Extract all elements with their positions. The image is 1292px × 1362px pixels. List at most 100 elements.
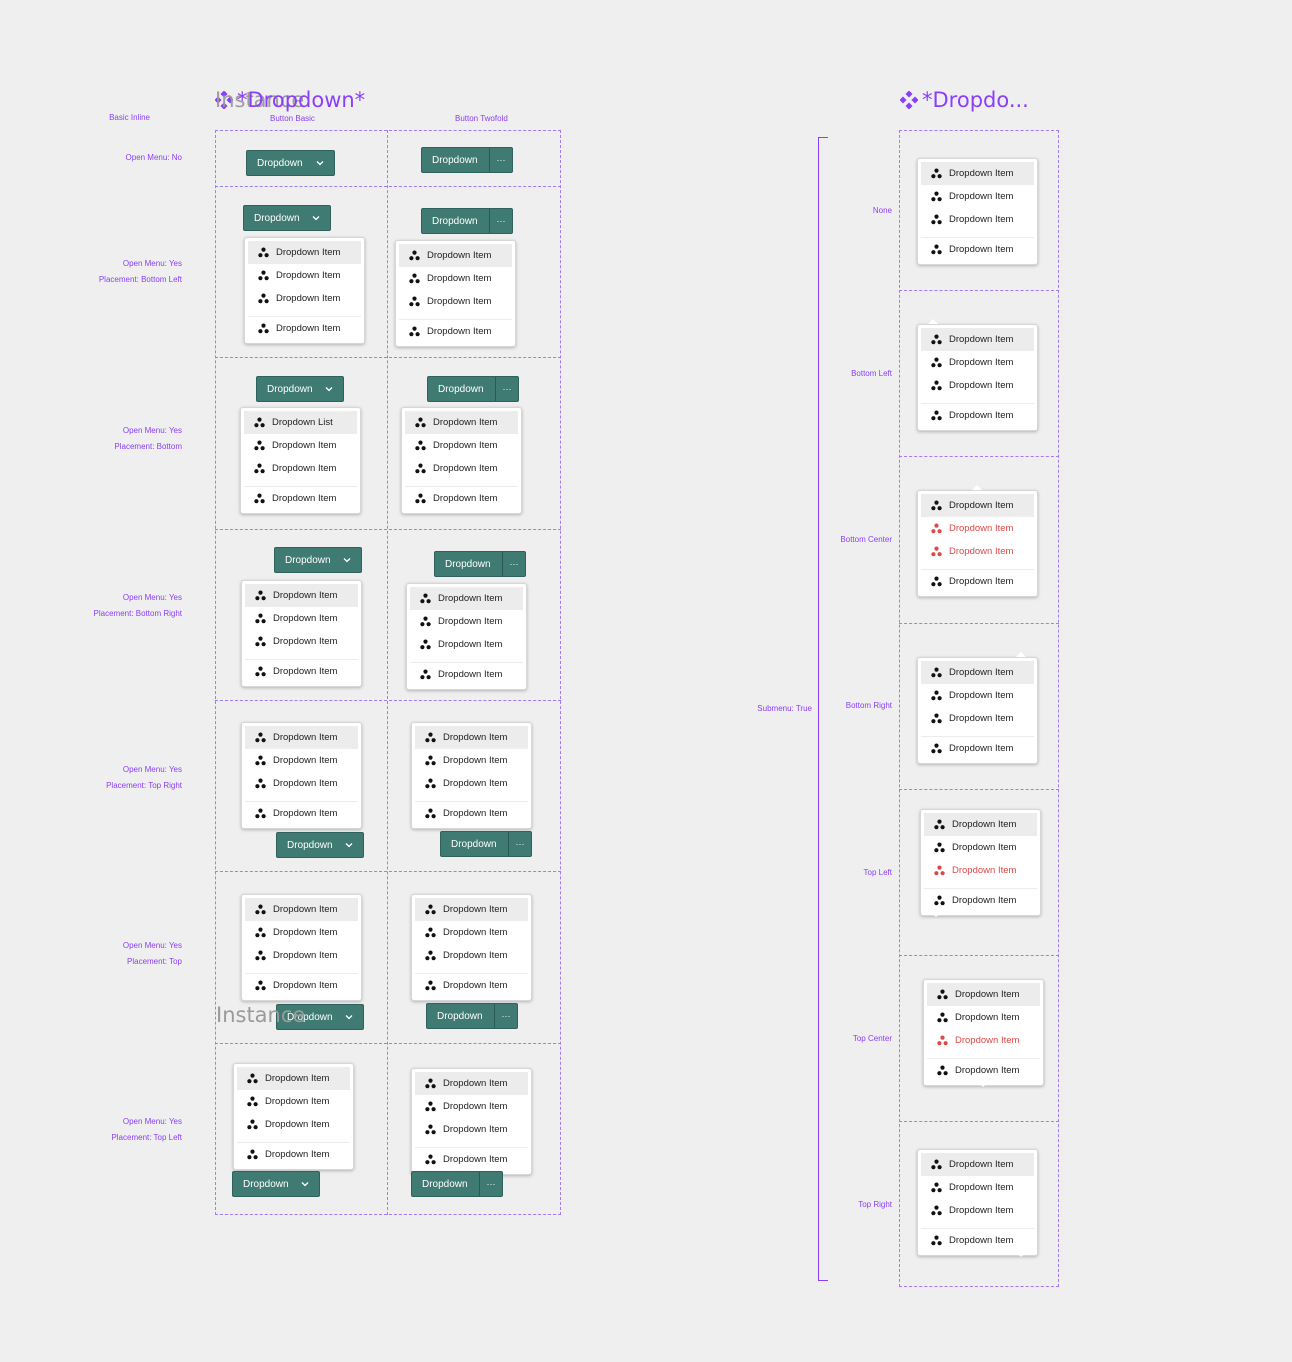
dropdown-item[interactable]: Dropdown Item [415, 973, 528, 997]
dropdown-item[interactable]: Dropdown Item [924, 888, 1037, 912]
dropdown-item[interactable]: Dropdown Item [245, 584, 358, 607]
dropdown-item[interactable]: Dropdown Item [921, 403, 1034, 427]
dropdown-button[interactable]: Dropdown [276, 832, 364, 858]
dropdown-item[interactable]: Dropdown Item [927, 983, 1040, 1006]
dropdown-item-label: Dropdown Item [273, 927, 338, 938]
dropdown-button[interactable]: Dropdown [243, 205, 331, 231]
dropdown-item[interactable]: Dropdown Item [399, 244, 512, 267]
dropdown-item[interactable]: Dropdown Item [927, 1006, 1040, 1029]
dropdown-item[interactable]: Dropdown Item [415, 1118, 528, 1141]
dropdown-item[interactable]: Dropdown Item [921, 374, 1034, 397]
dropdown-item[interactable]: Dropdown Item [921, 1153, 1034, 1176]
dropdown-item[interactable]: Dropdown Item [924, 836, 1037, 859]
dropdown-button[interactable]: Dropdown [232, 1171, 320, 1197]
dropdown-item[interactable]: Dropdown Item [415, 1072, 528, 1095]
dropdown-item[interactable]: Dropdown Item [921, 328, 1034, 351]
dropdown-item[interactable]: Dropdown Item [927, 1029, 1040, 1052]
dropdown-item[interactable]: Dropdown Item [399, 267, 512, 290]
dropdown-item[interactable]: Dropdown Item [921, 351, 1034, 374]
dropdown-item[interactable]: Dropdown Item [415, 944, 528, 967]
dropdown-twofold-button[interactable]: Dropdown··· [427, 376, 519, 402]
dropdown-item[interactable]: Dropdown Item [248, 264, 361, 287]
dropdown-item[interactable]: Dropdown Item [245, 659, 358, 683]
dropdown-button[interactable]: Dropdown [274, 547, 362, 573]
dropdown-item[interactable]: Dropdown Item [405, 411, 518, 434]
dropdown-item[interactable]: Dropdown Item [245, 801, 358, 825]
dropdown-item[interactable]: Dropdown Item [415, 749, 528, 772]
dropdown-item[interactable]: Dropdown Item [921, 569, 1034, 593]
dropdown-item[interactable]: Dropdown Item [245, 973, 358, 997]
dropdown-item[interactable]: Dropdown Item [237, 1067, 350, 1090]
dropdown-item[interactable]: Dropdown Item [415, 1095, 528, 1118]
dropdown-item[interactable]: Dropdown Item [921, 162, 1034, 185]
more-dots-icon[interactable]: ··· [496, 216, 506, 226]
dropdown-twofold-button[interactable]: Dropdown··· [440, 831, 532, 857]
dropdown-item[interactable]: Dropdown Item [237, 1142, 350, 1166]
dropdown-item[interactable]: Dropdown Item [921, 1176, 1034, 1199]
dropdown-item[interactable]: Dropdown Item [245, 607, 358, 630]
dropdown-item[interactable]: Dropdown Item [245, 921, 358, 944]
dropdown-item[interactable]: Dropdown Item [921, 540, 1034, 563]
dropdown-item[interactable]: Dropdown Item [248, 316, 361, 340]
dropdown-item[interactable]: Dropdown Item [415, 801, 528, 825]
dropdown-item[interactable]: Dropdown Item [921, 517, 1034, 540]
dropdown-item[interactable]: Dropdown Item [410, 610, 523, 633]
dropdown-item[interactable]: Dropdown Item [921, 1199, 1034, 1222]
dropdown-item[interactable]: Dropdown Item [244, 486, 357, 510]
dropdown-button[interactable]: Dropdown [256, 376, 344, 402]
dropdown-item[interactable]: Dropdown Item [248, 287, 361, 310]
dropdown-twofold-button[interactable]: Dropdown··· [421, 208, 513, 234]
dropdown-item[interactable]: Dropdown Item [921, 736, 1034, 760]
dropdown-twofold-button[interactable]: Dropdown··· [426, 1003, 518, 1029]
dropdown-item[interactable]: Dropdown Item [924, 859, 1037, 882]
dropdown-item[interactable]: Dropdown Item [921, 707, 1034, 730]
more-dots-icon[interactable]: ··· [509, 559, 519, 569]
dropdown-item[interactable]: Dropdown Item [405, 486, 518, 510]
dropdown-item[interactable]: Dropdown Item [415, 921, 528, 944]
dropdown-item[interactable]: Dropdown Item [405, 457, 518, 480]
dropdown-item[interactable]: Dropdown Item [924, 813, 1037, 836]
dropdown-item[interactable]: Dropdown Item [244, 457, 357, 480]
dropdown-item[interactable]: Dropdown Item [245, 630, 358, 653]
dropdown-twofold-button[interactable]: Dropdown··· [434, 551, 526, 577]
dropdown-item[interactable]: Dropdown List [244, 411, 357, 434]
more-dots-icon[interactable]: ··· [486, 1179, 496, 1189]
dropdown-button[interactable]: Dropdown [246, 150, 335, 176]
dropdown-item[interactable]: Dropdown Item [410, 633, 523, 656]
dropdown-item[interactable]: Dropdown Item [415, 726, 528, 749]
dropdown-item[interactable]: Dropdown Item [399, 319, 512, 343]
dropdown-item[interactable]: Dropdown Item [405, 434, 518, 457]
dropdown-item[interactable]: Dropdown Item [237, 1113, 350, 1136]
dropdown-item[interactable]: Dropdown Item [921, 185, 1034, 208]
dropdown-item[interactable]: Dropdown Item [921, 684, 1034, 707]
dropdown-twofold-button[interactable]: Dropdown··· [421, 147, 513, 173]
more-dots-icon[interactable]: ··· [502, 384, 512, 394]
dropdown-item[interactable]: Dropdown Item [415, 1147, 528, 1171]
dropdown-twofold-button[interactable]: Dropdown··· [411, 1171, 503, 1197]
dropdown-item[interactable]: Dropdown Item [245, 772, 358, 795]
dropdown-item[interactable]: Dropdown Item [921, 237, 1034, 261]
dropdown-item[interactable]: Dropdown Item [927, 1058, 1040, 1082]
dropdown-item[interactable]: Dropdown Item [921, 1228, 1034, 1252]
dropdown-button[interactable]: Dropdown [276, 1004, 364, 1030]
dropdown-item[interactable]: Dropdown Item [248, 241, 361, 264]
dropdown-item[interactable]: Dropdown Item [237, 1090, 350, 1113]
dropdown-item[interactable]: Dropdown Item [410, 587, 523, 610]
dropdown-item[interactable]: Dropdown Item [245, 726, 358, 749]
dropdown-item[interactable]: Dropdown Item [415, 772, 528, 795]
dropdown-item[interactable]: Dropdown Item [245, 898, 358, 921]
dropdown-item[interactable]: Dropdown Item [921, 494, 1034, 517]
more-dots-icon[interactable]: ··· [515, 839, 525, 849]
dropdown-item[interactable]: Dropdown Item [415, 898, 528, 921]
dropdown-item[interactable]: Dropdown Item [921, 661, 1034, 684]
dropdown-item[interactable]: Dropdown Item [399, 290, 512, 313]
dropdown-item[interactable]: Dropdown Item [245, 749, 358, 772]
more-dots-icon[interactable]: ··· [496, 155, 506, 165]
more-dots-icon[interactable]: ··· [501, 1011, 511, 1021]
dropdown-item[interactable]: Dropdown Item [921, 208, 1034, 231]
dropdown-item[interactable]: Dropdown Item [244, 434, 357, 457]
dropdown-item[interactable]: Dropdown Item [410, 662, 523, 686]
dropdown-item[interactable]: Dropdown Item [245, 944, 358, 967]
